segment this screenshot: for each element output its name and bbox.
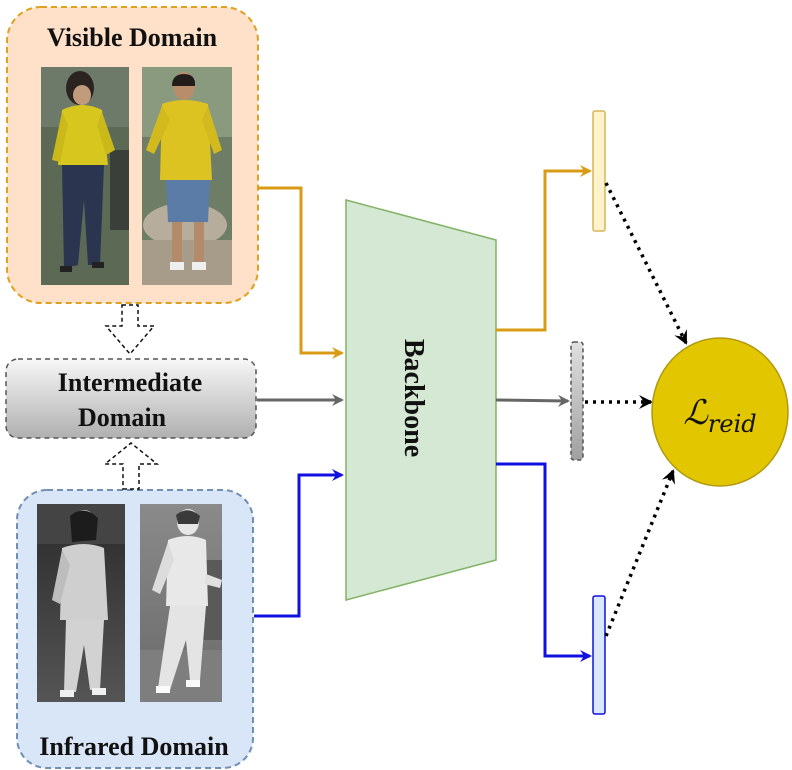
infrared-domain-label: Infrared Domain: [39, 732, 229, 761]
backbone-block: [345, 199, 497, 601]
visible-person-image-1: [41, 67, 129, 285]
intermediate-domain-label-line1: Intermediate: [58, 368, 202, 397]
intermediate-domain-box: [5, 358, 257, 439]
backbone-group: Backbone: [345, 199, 497, 601]
backbone-label: Backbone: [398, 339, 429, 457]
output-arrows: [495, 165, 592, 662]
reid-loss-label: ℒreid: [683, 393, 756, 438]
input-arrows: [254, 186, 344, 618]
reid-loss-group: ℒreid: [651, 337, 789, 487]
reid-loss-subscript: reid: [708, 410, 757, 438]
infrared-domain-group: Infrared Domain: [16, 489, 254, 769]
infrared-to-loss-arrow: [604, 469, 675, 637]
intermediate-domain-label-line2: Domain: [78, 403, 167, 432]
infrared-input-arrow: [254, 469, 344, 618]
intermediate-output-arrow: [495, 394, 570, 407]
visible-to-loss-arrow: [604, 182, 688, 345]
visible-input-arrow: [258, 186, 344, 359]
visible-domain-group: Visible Domain: [6, 6, 259, 304]
visible-output-arrow: [496, 165, 592, 332]
reid-loss-circle: [651, 337, 789, 487]
visible-feature-bar: [592, 110, 606, 232]
infrared-to-intermediate-arrow: [102, 442, 160, 490]
loss-arrows: [585, 182, 688, 637]
intermediate-feature-bar: [570, 341, 584, 461]
infrared-feature-bar: [592, 595, 606, 715]
visible-person-image-2: [142, 67, 232, 285]
visible-to-intermediate-arrow: [104, 304, 156, 356]
infrared-output-arrow: [496, 462, 592, 662]
reid-loss-symbol: ℒ: [683, 393, 709, 433]
infrared-person-image-1: [37, 504, 125, 702]
visible-domain-label: Visible Domain: [47, 23, 218, 52]
domain-link-arrows: [102, 304, 160, 490]
feature-vectors: [570, 110, 606, 715]
intermediate-domain-group: Intermediate Domain: [5, 358, 257, 439]
infrared-person-image-2: [140, 504, 222, 702]
